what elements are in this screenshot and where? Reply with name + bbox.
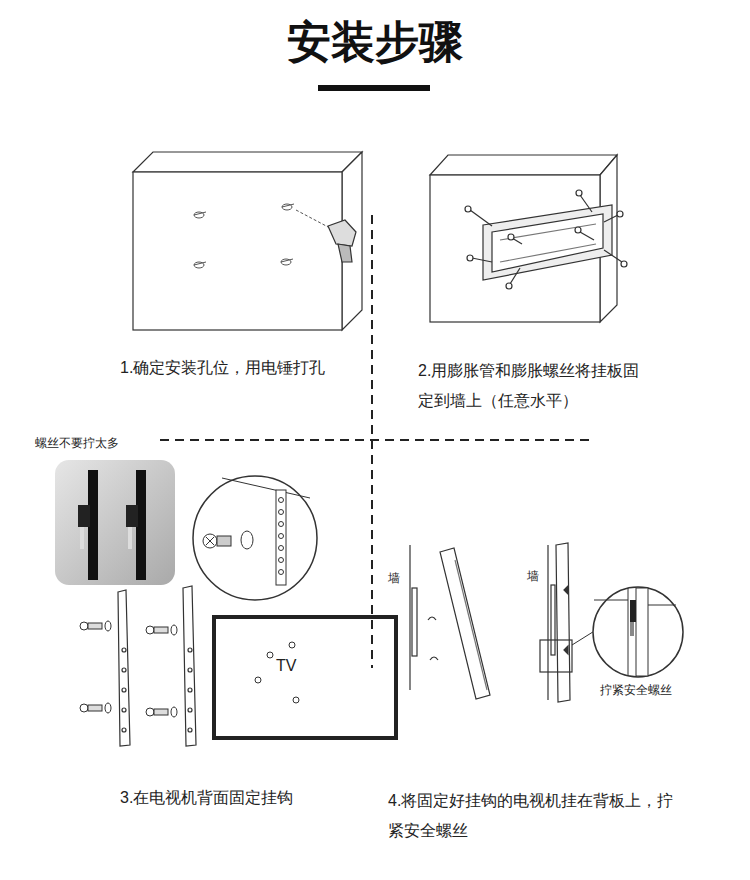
step-caption: 3.在电视机背面固定挂钩 — [120, 786, 360, 810]
note-text: 螺丝不要拧太多 — [35, 435, 155, 451]
hanging-step — [410, 545, 490, 699]
hammer-drill — [328, 220, 356, 262]
tv-hooks — [118, 586, 196, 746]
title-underline — [318, 85, 430, 91]
wall-block — [133, 152, 362, 330]
page-title: 安装步骤 — [0, 14, 750, 70]
wall-label: 墙 — [527, 568, 547, 584]
drill-bit — [296, 210, 330, 228]
safety-screw-magnifier — [572, 587, 683, 677]
tv-back-panel: TV — [212, 615, 398, 740]
step-caption: 2.用膨胀管和膨胀螺丝将挂板固定到墙上（任意水平） — [418, 356, 640, 416]
detail-magnifier — [193, 476, 317, 600]
wall-plate — [483, 205, 612, 280]
tv-screws — [80, 621, 177, 717]
step-caption: 4.将固定好挂钩的电视机挂在背板上，拧紧安全螺丝 — [388, 786, 680, 846]
hung-tv — [540, 543, 572, 702]
expansion-screws — [465, 190, 627, 289]
tv-mount-holes — [255, 642, 299, 703]
callout-text: 拧紧安全螺丝 — [600, 682, 710, 698]
divider — [160, 439, 590, 441]
panel-text: TV — [276, 657, 296, 675]
step-caption: 1.确定安装孔位，用电锤打孔 — [120, 356, 380, 380]
photo-inset — [55, 460, 175, 585]
divider — [371, 215, 373, 668]
wall-block — [430, 155, 617, 322]
drill-holes — [194, 204, 294, 268]
wall-label: 墙 — [388, 570, 408, 586]
